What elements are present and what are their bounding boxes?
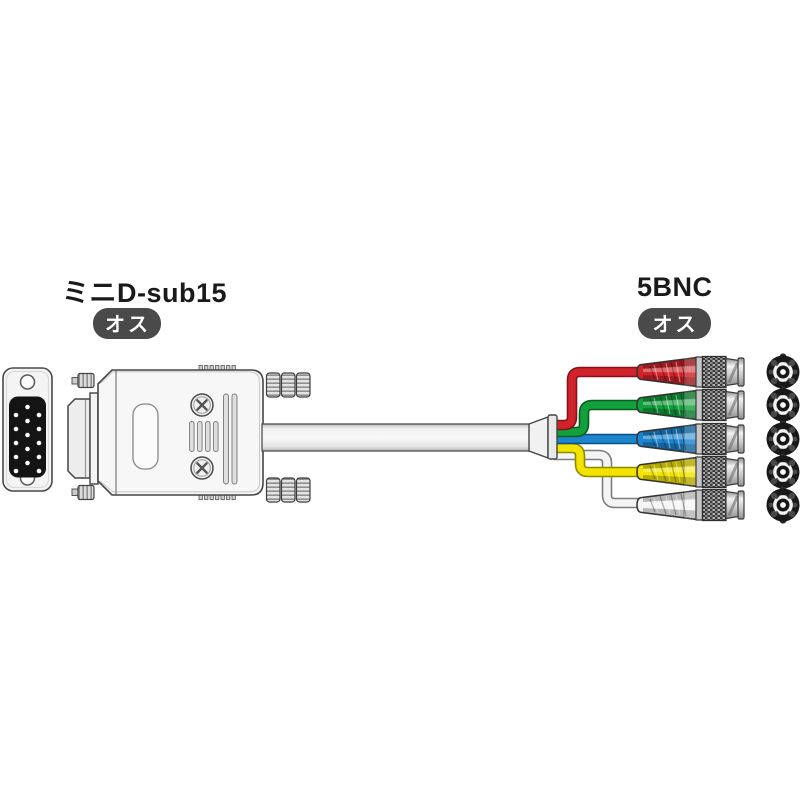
- dsub-metal-shell: [67, 398, 91, 479]
- connector-body: [97, 369, 264, 496]
- thumbscrew-top: [265, 372, 311, 398]
- right-connector-label: 5BNC: [637, 272, 713, 302]
- dsub-pins: [13, 404, 42, 474]
- left-gender-badge: オス: [93, 308, 161, 339]
- bnc-face-4: [764, 451, 800, 493]
- bnc-plug-blue: [635, 422, 746, 456]
- vga-front-view: [2, 367, 53, 492]
- bnc-plug-yellow: [635, 455, 746, 489]
- body-screw-top: [189, 392, 215, 418]
- bnc-face-5: [764, 484, 800, 526]
- wire-white: [554, 449, 642, 509]
- body-screw-bottom: [189, 455, 215, 481]
- right-gender-badge: オス: [638, 308, 711, 339]
- cable-splitter: [528, 414, 558, 460]
- fanout-wires: [554, 366, 642, 509]
- cable: [261, 423, 531, 452]
- bnc-plug-white: [635, 488, 746, 522]
- bnc-face-1: [764, 351, 800, 393]
- dsub-flange: [89, 392, 99, 485]
- vga-side-view: [67, 365, 311, 503]
- vent-slots: [189, 393, 238, 485]
- left-connector-label: ミニD-sub15: [62, 278, 228, 308]
- body-grip-recess: [132, 403, 159, 470]
- bnc-plug-green: [635, 388, 746, 422]
- thumbscrew-bottom: [265, 477, 311, 503]
- bnc-face-3: [764, 418, 800, 460]
- bnc-plug-red: [635, 355, 746, 389]
- screw-hole-top: [19, 374, 36, 390]
- bnc-face-2: [764, 384, 800, 426]
- jack-screw-bottom: [71, 484, 95, 501]
- wire-red: [554, 366, 642, 431]
- jack-screw-top: [71, 372, 95, 389]
